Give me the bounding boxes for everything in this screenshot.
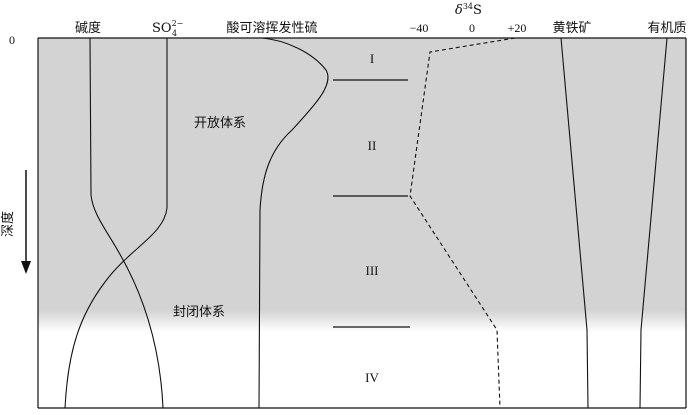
shade-fade [38, 310, 686, 332]
sulfate-header: SO2− [152, 19, 183, 36]
delta-suffix: S [473, 3, 482, 18]
avs-curve [258, 37, 329, 409]
delta-tick-zero: 0 [469, 21, 475, 35]
delta-prefix: δ [455, 3, 463, 18]
delta-header: δ34S [455, 2, 482, 18]
zone-label-II: II [368, 138, 377, 153]
zone-label-III: III [366, 263, 379, 278]
avs-header: 酸可溶挥发性硫 [226, 20, 317, 36]
organic-header: 有机质 [647, 21, 686, 36]
sulfate-sup: 2− [172, 19, 184, 28]
delta34s-curve [409, 37, 516, 409]
organic-curve [639, 37, 668, 409]
sulfate-sub: 4 [172, 29, 177, 38]
shaded-region [38, 38, 686, 310]
pyrite-curve [560, 37, 589, 409]
sulfate-curve [64, 38, 168, 409]
alkalinity-curve [89, 37, 164, 409]
pyrite-header: 黄铁矿 [552, 21, 591, 36]
depth-origin-label: 0 [9, 33, 15, 47]
alkalinity-header: 碱度 [75, 20, 101, 36]
zone-label-I: I [370, 51, 374, 66]
delta-tick-plus20: +20 [508, 21, 527, 35]
delta-tick-minus40: −40 [410, 21, 429, 35]
zone-label-IV: IV [365, 370, 379, 385]
sulfate-base: SO [152, 21, 172, 36]
closed-system-label: 封闭体系 [173, 305, 225, 320]
delta-sup: 34 [463, 2, 473, 11]
open-system-label: 开放体系 [194, 116, 246, 131]
depth-arrow-head [21, 261, 31, 274]
depth-axis-label: 深度 [0, 211, 16, 237]
